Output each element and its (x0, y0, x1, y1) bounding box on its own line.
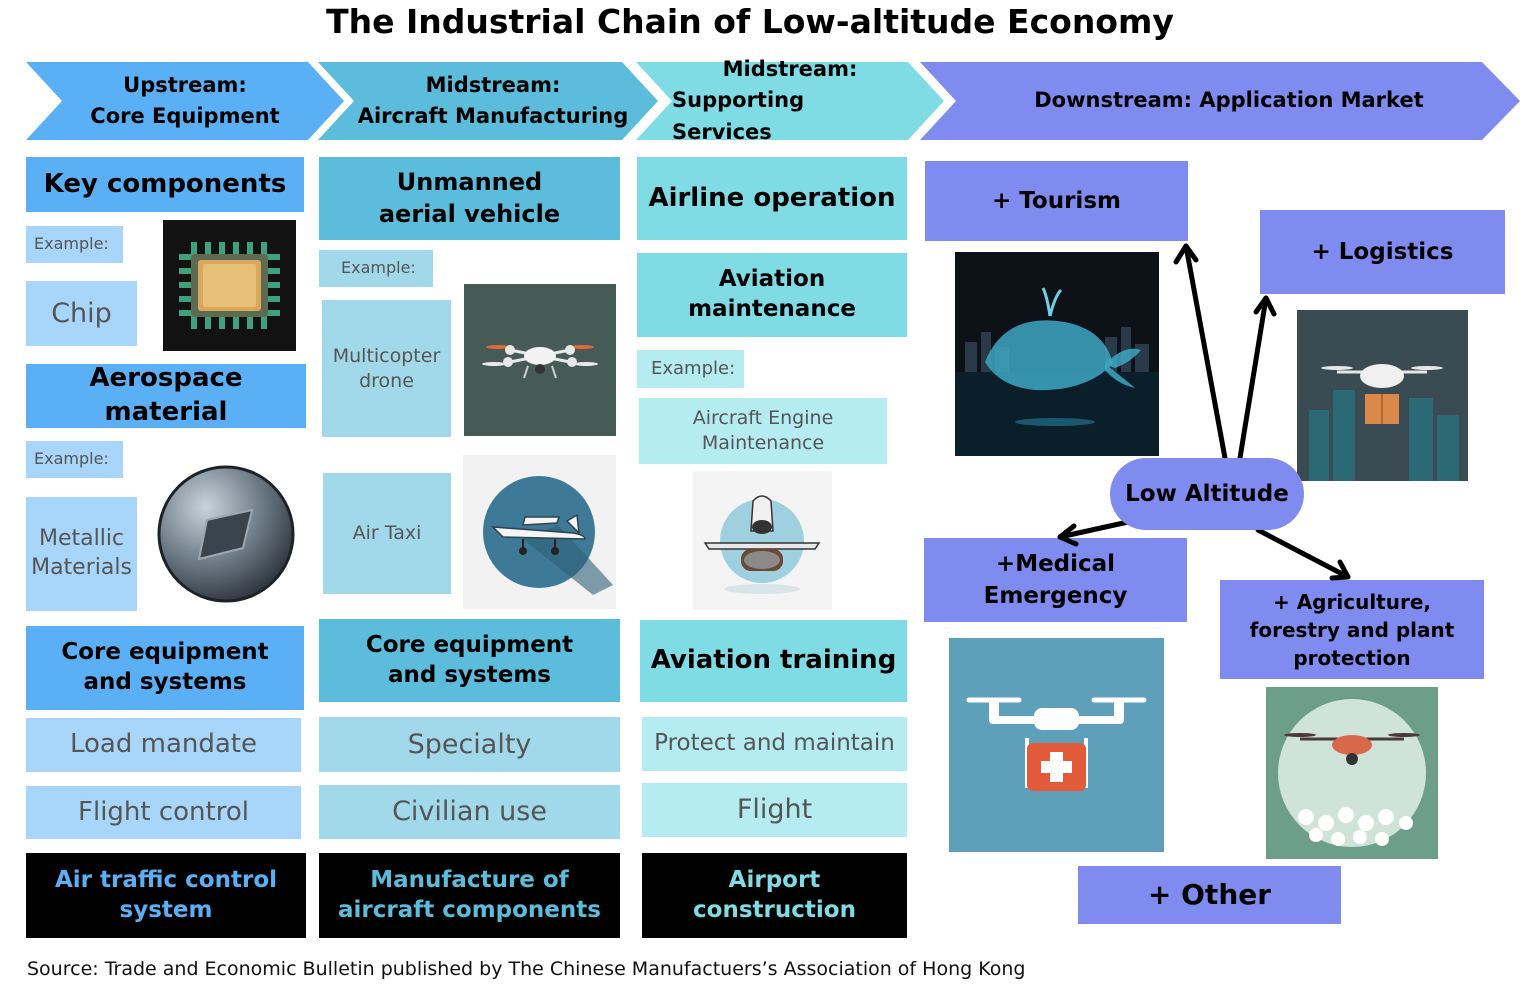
example-label-uav: Example: (319, 250, 433, 287)
uav-box: Unmanned aerial vehicle (319, 157, 620, 240)
chip-icon (163, 220, 296, 351)
aerospace-material-box: Aerospace material (26, 363, 306, 428)
stage-upstream-line2: Core Equipment (90, 104, 280, 128)
specialty-box: Specialty (319, 717, 620, 772)
air-taxi-box: Air Taxi (323, 473, 451, 594)
example-label-maintenance: Example: (637, 350, 744, 388)
stage-midstream-svc-line1: Midstream: (722, 56, 858, 81)
airport-construction-box: Airport construction (642, 853, 907, 938)
multicopter-drone-box: Multicopter drone (322, 300, 451, 437)
page-title: The Industrial Chain of Low-altitude Eco… (326, 2, 1174, 41)
protect-maintain-box: Protect and maintain (642, 717, 907, 771)
upstream-core-systems-box: Core equipment and systems (26, 626, 304, 710)
aircraft-components-box: Manufacture of aircraft components (319, 853, 620, 938)
stage-midstream-mfg-chevron: Midstream: Aircraft Manufacturing (318, 62, 658, 140)
low-altitude-hub: Low Altitude (1110, 458, 1304, 530)
stage-upstream-line1: Upstream: (123, 72, 247, 97)
agri-drone-icon (1266, 687, 1438, 859)
stage-downstream-chevron: Downstream: Application Market (920, 62, 1520, 140)
jet-engine-icon (693, 471, 832, 610)
example-label-chip: Example: (26, 226, 123, 263)
aviation-training-box: Aviation training (640, 620, 907, 702)
load-mandate-box: Load mandate (26, 718, 301, 772)
key-components-box: Key components (26, 157, 304, 212)
metallic-materials-box: Metallic Materials (26, 497, 137, 611)
logistics-box: + Logistics (1260, 210, 1505, 294)
medical-emergency-box: +Medical Emergency (924, 538, 1187, 622)
air-traffic-control-box: Air traffic control system (26, 853, 306, 938)
flight-box: Flight (642, 783, 907, 837)
medical-drone-icon (949, 638, 1164, 852)
metal-disc-icon (157, 465, 295, 603)
delivery-drone-icon (1297, 310, 1468, 481)
low-altitude-label: Low Altitude (1125, 481, 1289, 507)
whale-icon (955, 252, 1159, 456)
stage-midstream-mfg-line1: Midstream: (425, 72, 561, 97)
tourism-box: + Tourism (925, 161, 1188, 241)
source-note: Source: Trade and Economic Bulletin publ… (27, 958, 1026, 980)
stage-downstream-line1: Downstream: Application Market (1034, 88, 1424, 113)
airline-operation-box: Airline operation (637, 157, 907, 240)
aviation-maintenance-box: Aviation maintenance (637, 253, 907, 337)
stage-midstream-mfg-line2: Aircraft Manufacturing (357, 104, 629, 128)
stage-midstream-svc-chevron: Midstream: Supporting Services (636, 57, 944, 144)
airplane-icon (463, 455, 616, 609)
example-label-metal: Example: (26, 441, 123, 478)
drone-icon (464, 284, 616, 436)
stage-upstream-chevron: Upstream: Core Equipment (26, 62, 344, 140)
engine-maintenance-box: Aircraft Engine Maintenance (639, 398, 887, 464)
chip-box: Chip (26, 281, 137, 346)
agriculture-box: + Agriculture, forestry and plant protec… (1220, 580, 1484, 679)
civilian-use-box: Civilian use (319, 785, 620, 839)
stage-midstream-svc-line2: Supporting Services (672, 88, 805, 144)
other-box: + Other (1078, 866, 1341, 924)
mfg-core-systems-box: Core equipment and systems (319, 619, 620, 702)
flight-control-box: Flight control (26, 786, 301, 839)
